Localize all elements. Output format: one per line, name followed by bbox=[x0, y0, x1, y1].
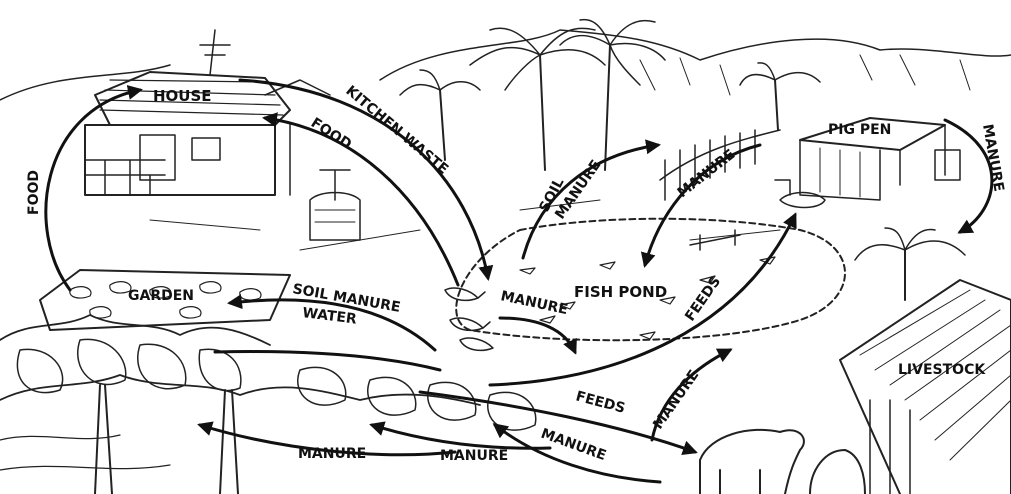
label-manure-pig-pond: MANURE bbox=[675, 147, 739, 202]
palm-tree bbox=[399, 69, 481, 161]
palm-tree bbox=[469, 27, 606, 171]
label-fish-pond: FISH POND bbox=[574, 283, 667, 301]
palm-tree bbox=[854, 227, 966, 301]
house-drawing bbox=[84, 29, 331, 196]
label-water: WATER bbox=[302, 305, 358, 328]
pig-pen-drawing bbox=[774, 117, 961, 209]
arrow-manure-livestock-to-pond bbox=[650, 348, 733, 442]
livestock-shed-drawing bbox=[839, 279, 1011, 494]
arrow-manure-ducks-to-pond bbox=[498, 316, 577, 355]
label-kitchen-waste: KITCHEN WASTE bbox=[342, 83, 451, 178]
arrow-feeds-to-pig bbox=[488, 212, 797, 387]
label-manure-bottom-3: MANURE bbox=[539, 426, 609, 464]
arrow-manure-bottom-left bbox=[197, 421, 457, 457]
cows-drawing bbox=[699, 428, 866, 494]
arrow-food-to-house bbox=[262, 112, 460, 287]
label-manure-pond: MANURE bbox=[499, 288, 569, 318]
arrow-manure-bottom-right bbox=[492, 423, 662, 484]
label-manure-livestock-up: MANURE bbox=[650, 367, 702, 432]
label-feeds-livestock: FEEDS bbox=[574, 388, 627, 417]
label-food-left: FOOD bbox=[26, 170, 42, 215]
well-drawing bbox=[309, 169, 361, 241]
flow-arrows bbox=[44, 78, 994, 484]
arrow-water bbox=[213, 350, 442, 372]
label-pig-pen: PIG PEN bbox=[828, 122, 891, 138]
palm-tree bbox=[559, 18, 666, 171]
palm-trees bbox=[399, 18, 966, 301]
arrow-soil-manure-to-garden bbox=[227, 294, 437, 352]
fish-pond-drawing bbox=[455, 217, 846, 342]
arrow-manure-bottom-mid bbox=[369, 421, 552, 450]
label-food-house: FOOD bbox=[308, 115, 354, 153]
label-manure-pig-livestock: MANURE bbox=[979, 123, 1007, 193]
arrow-kitchen-waste bbox=[238, 78, 494, 281]
label-garden: GARDEN bbox=[128, 288, 194, 304]
hills bbox=[0, 29, 1011, 101]
palm-tree bbox=[739, 62, 821, 131]
arrow-manure-pig-to-pond bbox=[640, 143, 762, 268]
ducks-drawing bbox=[444, 287, 494, 352]
arrow-feeds-to-livestock bbox=[418, 390, 698, 455]
background-sketch bbox=[0, 18, 1011, 494]
label-manure-bottom-2: MANURE bbox=[440, 448, 508, 464]
label-livestock: LIVESTOCK bbox=[898, 362, 986, 378]
arrow-food-garden-to-house bbox=[44, 85, 143, 292]
arrow-manure-pig-to-livestock bbox=[943, 118, 994, 234]
label-house: HOUSE bbox=[153, 87, 212, 105]
label-manure-bottom-1: MANURE bbox=[298, 446, 366, 462]
vegetation-drawing bbox=[0, 314, 537, 494]
arrow-soil-manure-to-field bbox=[521, 139, 661, 260]
